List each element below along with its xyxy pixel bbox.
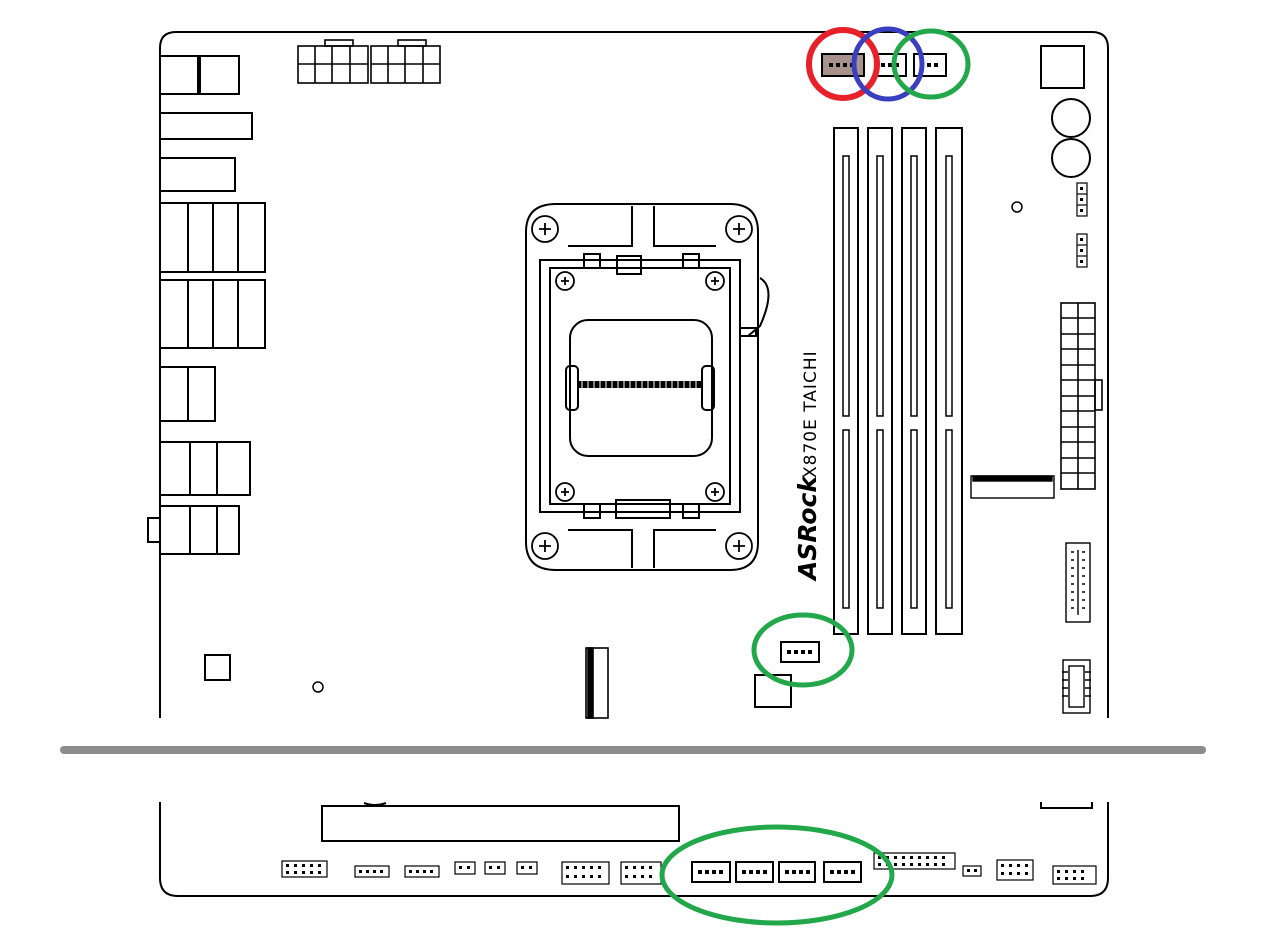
brand-logo: ASRock (793, 475, 822, 582)
cpu-optional-fan-header-callout (851, 26, 925, 102)
atx-24pin-power-connector (1060, 302, 1103, 490)
rear-io-panel (147, 55, 266, 555)
internal-usb-connector (1065, 542, 1091, 623)
socket-screws (531, 215, 753, 560)
small-jumper-2 (1076, 233, 1088, 268)
aio-pump-header-callout (891, 28, 971, 100)
board-outline-top (159, 31, 1109, 718)
capacitor-1 (1051, 98, 1091, 138)
cpu-fan-header-callout (806, 27, 880, 101)
chip-square-top-right (1040, 45, 1085, 89)
capacitor-2 (1051, 138, 1091, 178)
mounting-hole-lower-left (312, 681, 324, 693)
board-model-text: X870E TAICHI (801, 350, 821, 478)
small-jumper-1 (1076, 182, 1088, 217)
dimm-slots (833, 127, 963, 635)
usb-header-right (970, 475, 1055, 499)
cut-separator (60, 746, 1206, 754)
m2-slot-bottom-edge (1040, 802, 1093, 809)
bottom-fan-headers (691, 861, 862, 883)
bottom-fan-headers-callout (659, 824, 895, 926)
m2-slot-top (585, 647, 609, 719)
mid-board-fan-header (780, 641, 820, 663)
cpu-socket-pin-strip (578, 381, 702, 388)
mounting-hole-top-right (1011, 201, 1023, 213)
mid-board-fan-header-callout (751, 612, 855, 688)
bottom-header-pins (286, 856, 1084, 880)
pcie-slot-bottom (321, 805, 680, 842)
pcie-latch-mark (363, 802, 387, 806)
usb-c-header (1062, 659, 1091, 714)
board-outline-bottom (159, 802, 1109, 897)
cpu-8pin-power-connector (297, 39, 369, 84)
chip-square-lower-left (204, 654, 231, 681)
cpu-8pin-power-connector-2 (370, 39, 441, 84)
bottom-headers (281, 852, 1097, 885)
